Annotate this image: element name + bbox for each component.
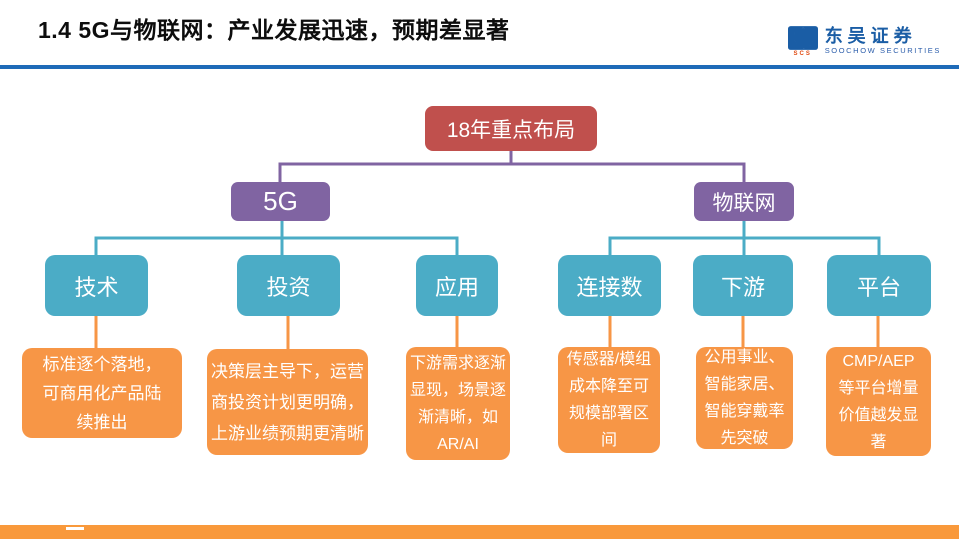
leaf-line: 先突破 [720,430,769,447]
leaf-line: 成本降至可 [568,378,649,395]
connector-root-branches [278,162,746,186]
category-node-downstream: 下游 [693,255,793,316]
leaf-note-technology: 标准逐个落地， 可商用化产品陆 续推出 [22,348,182,438]
logo-brand-name-cn: 东吴证券 [824,26,917,46]
leaf-note-application: 下游需求逐渐 显现，场景逐 渐清晰，如 AR/AI [406,347,510,460]
connector-5g-children [94,236,459,258]
leaf-line: 上游业绩预期更清晰 [211,423,364,443]
soochow-logo-icon [787,26,818,50]
leaf-line: 公用事业、 [704,349,785,366]
leaf-line: 智能家居、 [704,376,785,393]
branch-node-iot: 物联网 [694,182,794,221]
leaf-line: 续推出 [76,412,128,432]
leaf-note-downstream: 公用事业、 智能家居、 智能穿戴率 先突破 [696,347,793,449]
logo-caption: SCS [793,51,812,57]
leaf-line: CMP/AEP [842,352,915,370]
brand-logo: SCS 东吴证券 SOOCHOW SECURITIES [787,26,941,57]
connector-iot-children [608,236,881,258]
header-divider [0,65,959,69]
logo-brand-name-en: SOOCHOW SECURITIES [824,46,941,55]
leaf-line: 显现，场景逐 [409,381,506,399]
category-node-investment: 投资 [237,255,340,316]
logo-icon-block: SCS [787,26,818,57]
leaf-line: 间 [600,432,617,449]
leaf-line: AR/AI [437,435,479,453]
leaf-line: 价值越发显 [838,406,919,424]
category-node-technology: 技术 [45,255,148,316]
leaf-line: 标准逐个落地， [42,354,162,374]
leaf-line: 渐清晰，如 [417,408,498,426]
leaf-note-investment: 决策层主导下，运营 商投资计划更明确， 上游业绩预期更清晰 [207,349,368,455]
footer-dash [66,527,84,530]
leaf-line: 传感器/模组 [566,351,652,368]
tree-root-node: 18年重点布局 [425,106,597,151]
logo-text-block: 东吴证券 SOOCHOW SECURITIES [825,26,941,56]
leaf-line: 规模部署区 [568,405,649,422]
leaf-line: 下游需求逐渐 [409,354,506,372]
category-node-connections: 连接数 [558,255,661,316]
leaf-line: 决策层主导下，运营 [211,361,364,381]
category-node-platform: 平台 [827,255,931,316]
leaf-note-platform: CMP/AEP 等平台增量 价值越发显 著 [826,347,931,456]
leaf-note-connections: 传感器/模组 成本降至可 规模部署区 间 [558,347,660,453]
leaf-line: 可商用化产品陆 [42,383,162,403]
leaf-line: 等平台增量 [838,379,919,397]
slide-title: 1.4 5G与物联网：产业发展迅速，预期差显著 [38,17,510,43]
category-node-application: 应用 [416,255,498,316]
leaf-line: 智能穿戴率 [704,403,785,420]
footer-bar [0,525,959,539]
branch-node-5g: 5G [231,182,330,221]
leaf-line: 著 [870,433,887,451]
leaf-line: 商投资计划更明确， [211,392,364,412]
